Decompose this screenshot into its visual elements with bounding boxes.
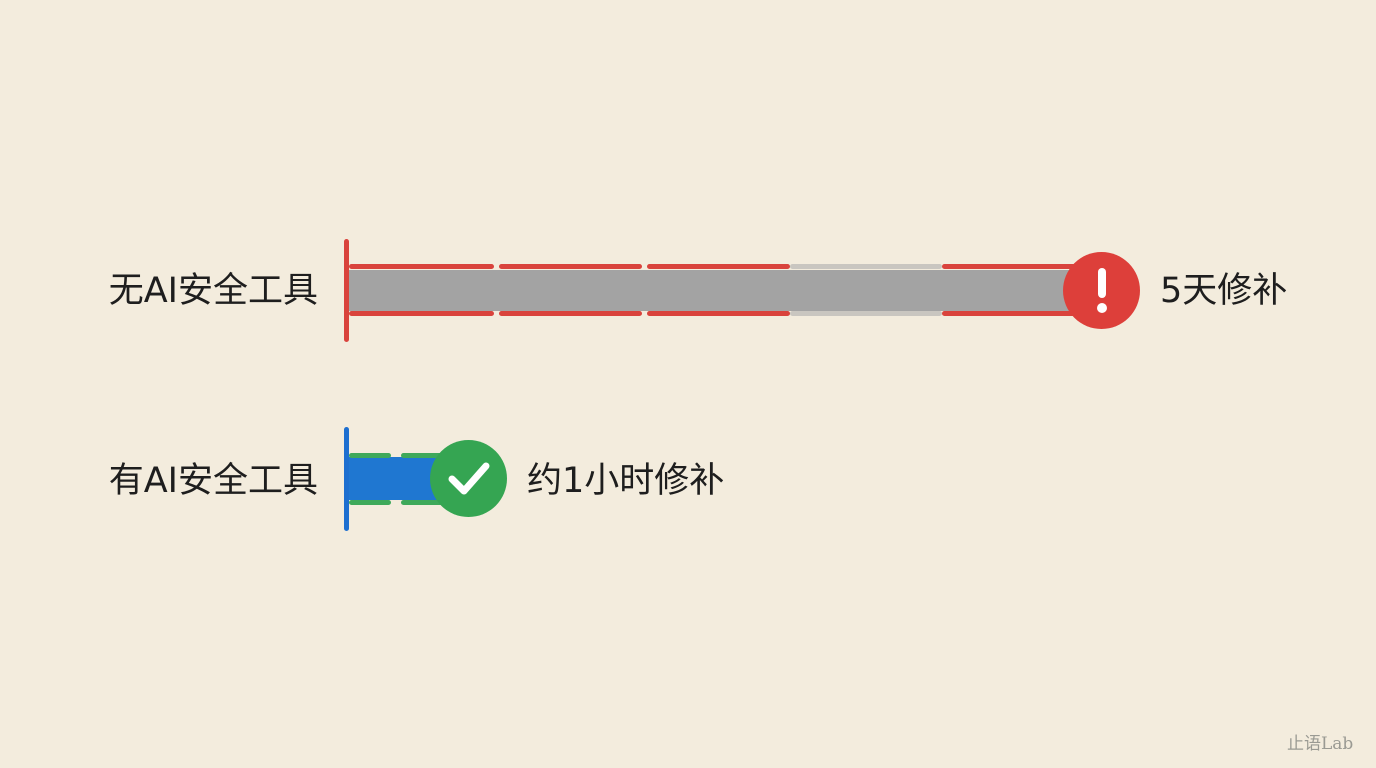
bar-border-dash — [499, 311, 642, 316]
bar-without-ai — [349, 270, 1079, 311]
checkmark-icon — [430, 440, 507, 517]
bar-border-dash — [349, 453, 391, 458]
value-label-without-ai: 5天修补 — [1160, 271, 1288, 311]
bar-border-dash — [790, 264, 942, 269]
category-label-without-ai: 无AI安全工具 — [108, 271, 318, 311]
bar-border-dash — [647, 311, 790, 316]
bar-border-dash — [499, 264, 642, 269]
bar-axis-with-ai — [344, 427, 349, 531]
bar-border-dash — [942, 264, 1082, 269]
bar-with-ai — [349, 457, 444, 500]
exclamation-icon — [1063, 252, 1140, 329]
bar-axis-without-ai — [344, 239, 349, 342]
bar-border-dash — [942, 311, 1082, 316]
bar-border-dash — [349, 264, 494, 269]
bar-border-dash — [349, 500, 391, 505]
value-label-with-ai: 约1小时修补 — [527, 461, 725, 501]
bar-border-dash — [401, 453, 443, 458]
watermark: 止语Lab — [1287, 734, 1354, 754]
bar-border-dash — [647, 264, 790, 269]
category-label-with-ai: 有AI安全工具 — [108, 461, 318, 501]
bar-border-dash — [349, 311, 494, 316]
bar-border-dash — [401, 500, 443, 505]
bar-border-dash — [790, 311, 942, 316]
